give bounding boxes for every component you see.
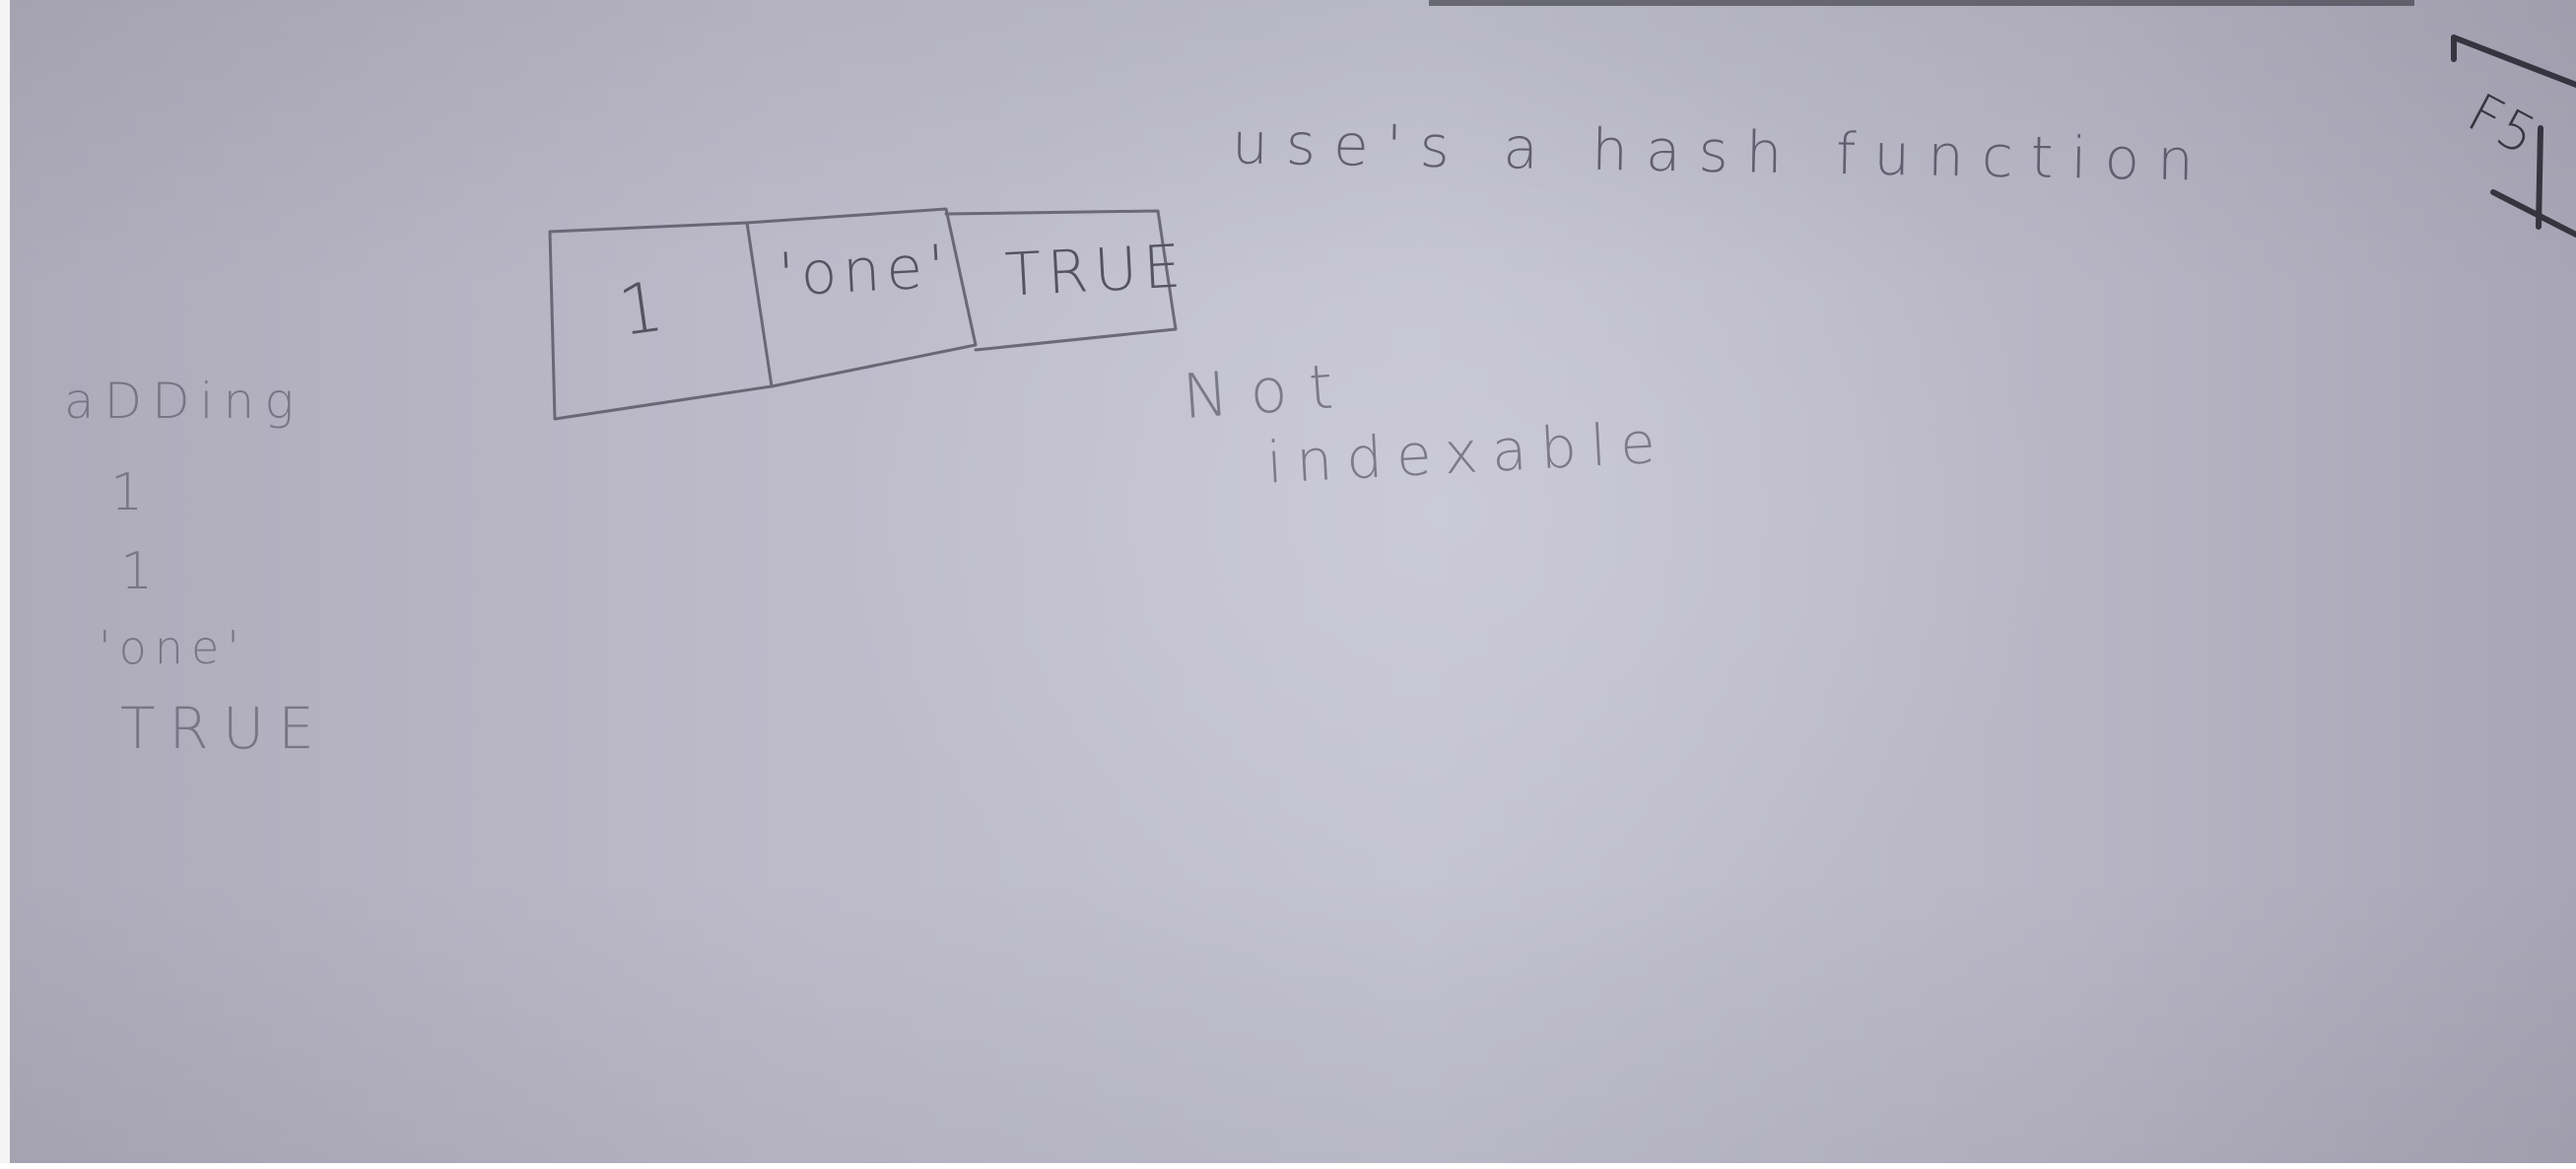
- not-label: Not: [1180, 348, 1357, 434]
- set-cell-box-2: [745, 207, 978, 388]
- set-cell-2-text: 'one': [777, 232, 953, 310]
- photo-left-border: [0, 0, 10, 1169]
- adding-item-2: 1: [120, 542, 171, 601]
- set-cell-3-text: TRUE: [1003, 232, 1188, 310]
- adding-item-3: 'one': [99, 621, 247, 674]
- adding-item-4: TRUE: [120, 695, 328, 762]
- adding-item-1: 1: [110, 463, 162, 522]
- photo-bottom-border: [0, 1163, 2576, 1169]
- set-cell-box-3: [944, 209, 1178, 352]
- page-top-shadow: [1429, 0, 2414, 6]
- corner-box-mark: [2451, 34, 2576, 238]
- paper-sheet: [10, 0, 2576, 1163]
- adding-title: aDDing: [64, 373, 305, 430]
